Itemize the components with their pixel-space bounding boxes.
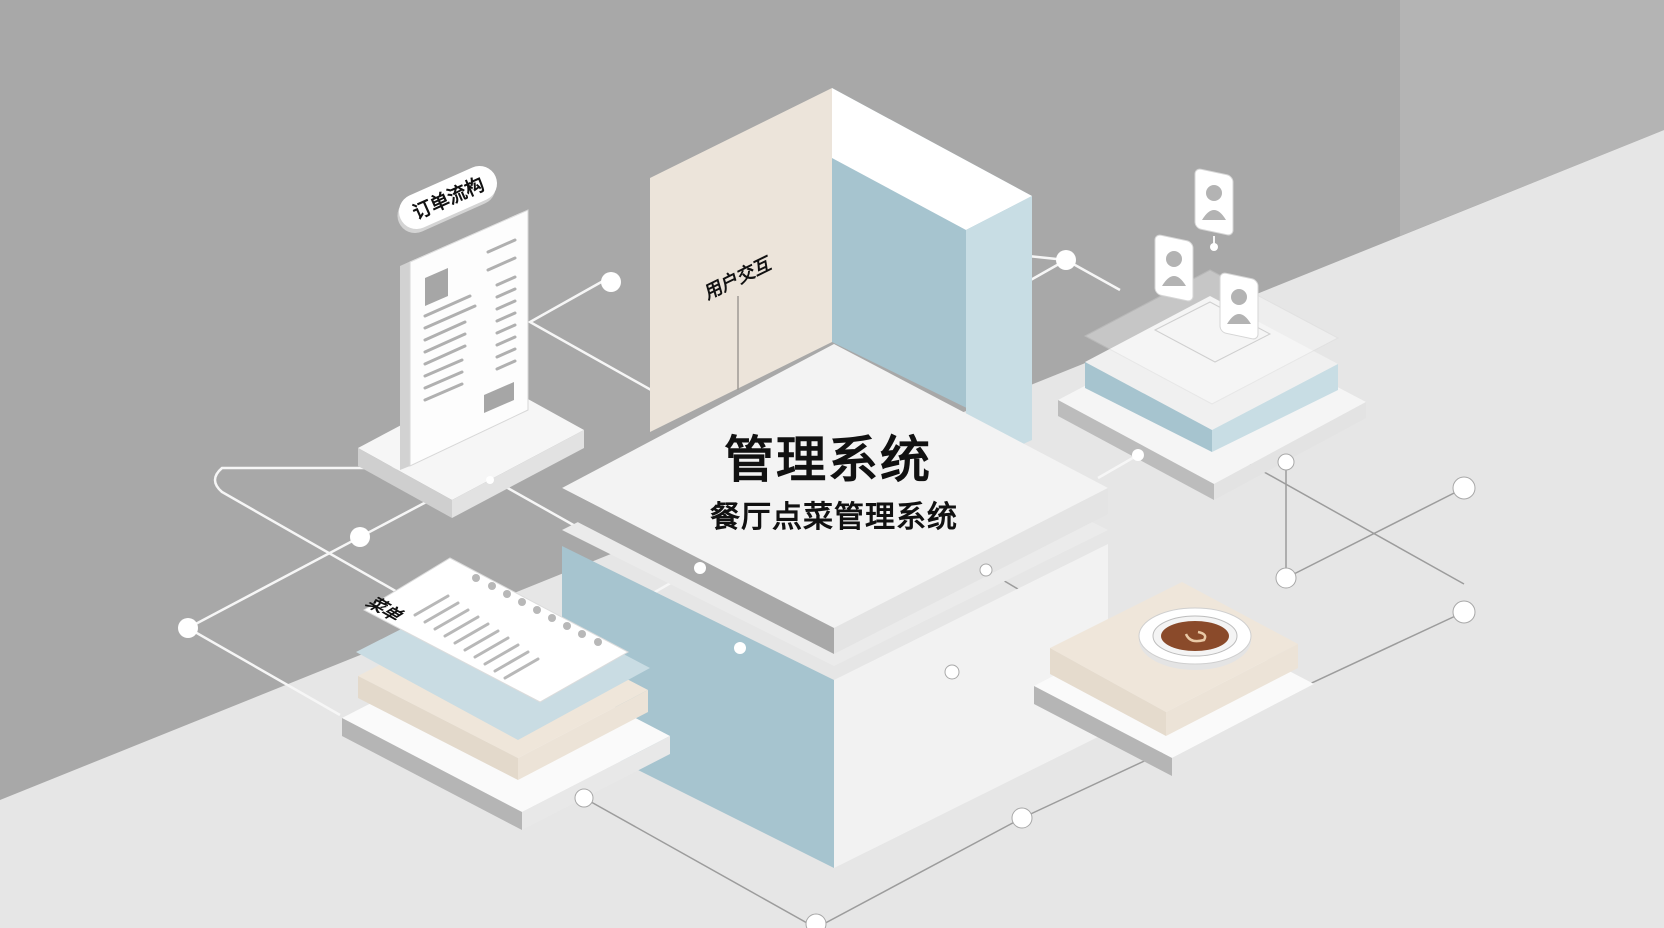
order-document-group [358, 209, 584, 518]
connection-nodes [178, 250, 1144, 654]
food-plate-icon [1138, 607, 1252, 670]
menu-stack-group [342, 557, 670, 830]
menu-sheet-icon [362, 557, 630, 703]
dish-platform-group [1034, 582, 1314, 776]
user-profile-icon [1219, 272, 1259, 340]
management-system-slab [562, 344, 1108, 628]
central-tower [650, 88, 1032, 470]
floor-nodes [574, 453, 1476, 928]
user-profile-icon [1194, 168, 1234, 236]
page-subtitle: 餐厅点菜管理系统 [710, 500, 958, 535]
page-title: 管理系统 [724, 431, 932, 489]
user-platform-group [1058, 269, 1366, 500]
user-profile-icon [1154, 234, 1194, 302]
user-profile-icons [1154, 168, 1259, 340]
user-interaction-panel [650, 88, 832, 432]
